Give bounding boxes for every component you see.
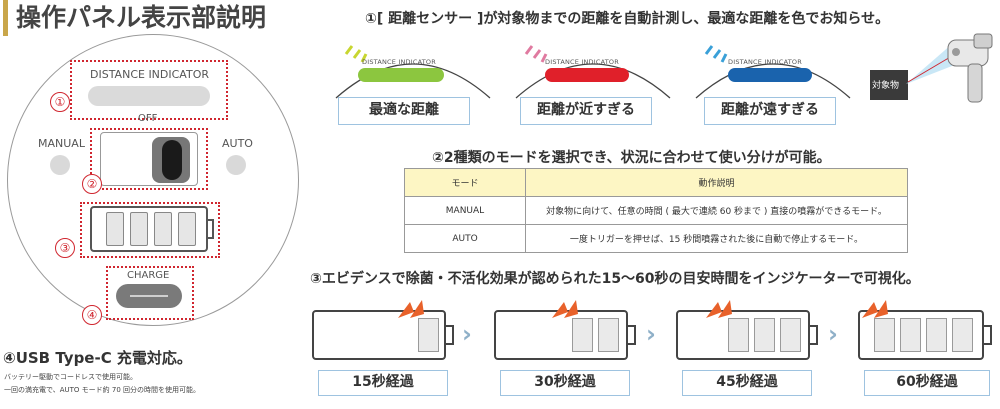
- battery-15s-flash-icon: [398, 300, 424, 318]
- optimal-indicator-pill: [358, 68, 444, 82]
- too-far-indicator-caption: DISTANCE INDICATOR: [728, 58, 802, 66]
- table-row: AUTO 一度トリガーを押せば、15 秒間噴霧された後に自動で停止するモード。: [404, 224, 908, 253]
- highlight-time-indicator: [80, 202, 220, 258]
- usb-note-2: 一回の満充電で、AUTO モード約 70 回分の時間を使用可能。: [4, 386, 200, 394]
- marker-4: ④: [82, 305, 102, 325]
- mode-auto-cell: AUTO: [404, 224, 526, 253]
- page-title: 操作パネル表示部説明: [3, 0, 266, 36]
- usb-heading: ④USB Type-C 充電対応。: [3, 349, 192, 367]
- mode-heading: ②2種類のモードを選択でき、状況に合わせて使い分けが可能。: [432, 150, 831, 166]
- highlight-mode-switch: [90, 128, 208, 190]
- battery-30s-tip: [628, 325, 636, 345]
- auto-label: AUTO: [222, 137, 253, 150]
- battery-60s-flash-icon: [862, 300, 888, 318]
- battery-30s-segment: [572, 318, 593, 352]
- mode-manual-cell: MANUAL: [404, 196, 526, 225]
- step-45s-label: 45秒経過: [682, 370, 812, 396]
- too-far-sensor-arc: [695, 45, 851, 99]
- too-far-signal-rays: [704, 45, 728, 63]
- battery-15s-tip: [446, 325, 454, 345]
- battery-60s-segment: [926, 318, 947, 352]
- target-object-label: 対象物: [872, 81, 900, 91]
- battery-45s-flash-icon: [706, 300, 732, 318]
- off-label: OFF: [138, 113, 158, 124]
- too-close-indicator-pill: [545, 68, 629, 82]
- highlight-distance-indicator: [70, 60, 228, 120]
- distance-sensor-heading: ①[ 距離センサー ]が対象物までの距離を自動計測し、最適な距離を色でお知らせ。: [365, 11, 890, 27]
- marker-2: ②: [82, 174, 102, 194]
- battery-45s-segment: [728, 318, 749, 352]
- too-close-label: 距離が近すぎる: [520, 97, 652, 125]
- panel-battery-tip: [208, 219, 214, 239]
- panel-battery-segment: [130, 212, 148, 246]
- manual-indicator-light: [50, 155, 70, 175]
- optimal-distance-label: 最適な距離: [338, 97, 470, 125]
- battery-30s-flash-icon: [552, 300, 578, 318]
- mode-table: モード 動作説明 MANUAL 対象物に向けて、任意の時間 ( 最大で連続 60…: [404, 168, 908, 253]
- manual-label: MANUAL: [38, 137, 85, 150]
- battery-45s-tip: [810, 325, 818, 345]
- too-close-sensor-arc: [515, 45, 671, 99]
- chevron-right-icon: ›: [828, 320, 838, 348]
- battery-15s-segment: [418, 318, 439, 352]
- mode-table-header-row: モード 動作説明: [404, 168, 908, 197]
- description-column-header: 動作説明: [525, 168, 908, 197]
- too-far-label: 距離が遠すぎる: [704, 97, 836, 125]
- chevron-right-icon: ›: [462, 320, 472, 348]
- charge-label: CHARGE: [127, 270, 170, 281]
- panel-battery-segment: [154, 212, 172, 246]
- battery-60s-segment: [952, 318, 973, 352]
- battery-45s-segment: [754, 318, 775, 352]
- distance-indicator-bar: [88, 86, 210, 106]
- panel-battery-segment: [178, 212, 196, 246]
- indicator-heading: ③エビデンスで除菌・不活化効果が認められた15～60秒の目安時間をインジケーター…: [310, 271, 920, 287]
- panel-battery-segment: [106, 212, 124, 246]
- mode-manual-description: 対象物に向けて、任意の時間 ( 最大で連続 60 秒まで ) 直接の噴霧ができる…: [525, 196, 908, 225]
- battery-60s-tip: [984, 325, 992, 345]
- too-close-indicator-caption: DISTANCE INDICATOR: [545, 58, 619, 66]
- mode-auto-description: 一度トリガーを押せば、15 秒間噴霧された後に自動で停止するモード。: [525, 224, 908, 253]
- battery-45s-segment: [780, 318, 801, 352]
- optimal-signal-rays: [344, 45, 368, 63]
- highlight-charge: [106, 266, 194, 320]
- battery-60s-segment: [900, 318, 921, 352]
- step-60s-label: 60秒経過: [864, 370, 990, 396]
- chevron-right-icon: ›: [646, 320, 656, 348]
- battery-60s-segment: [874, 318, 895, 352]
- step-30s-label: 30秒経過: [500, 370, 630, 396]
- marker-3: ③: [55, 238, 75, 258]
- too-close-signal-rays: [524, 45, 548, 63]
- too-far-indicator-pill: [728, 68, 812, 82]
- auto-indicator-light: [226, 155, 246, 175]
- usb-c-slot: [130, 295, 168, 297]
- optimal-indicator-caption: DISTANCE INDICATOR: [362, 58, 436, 66]
- table-row: MANUAL 対象物に向けて、任意の時間 ( 最大で連続 60 秒まで ) 直接…: [404, 196, 908, 225]
- mode-column-header: モード: [404, 168, 526, 197]
- optimal-sensor-arc: [335, 45, 491, 99]
- distance-indicator-label: DISTANCE INDICATOR: [90, 68, 210, 81]
- battery-30s-segment: [598, 318, 619, 352]
- step-15s-label: 15秒経過: [318, 370, 448, 396]
- sprayer-device-illustration: [906, 33, 993, 103]
- usb-note-1: バッテリー駆動でコードレスで使用可能。: [4, 373, 137, 381]
- mode-switch-knob[interactable]: [162, 140, 182, 180]
- marker-1: ①: [50, 92, 70, 112]
- target-object-box: [870, 70, 908, 100]
